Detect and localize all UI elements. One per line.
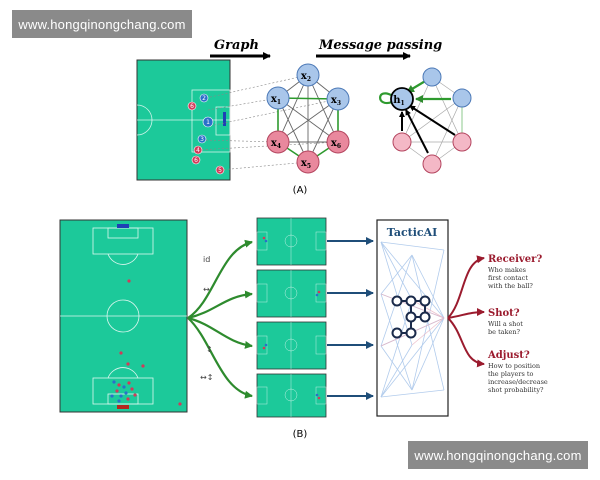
- graph-node: [266, 130, 290, 154]
- watermark-top: www.hongqinongchang.com: [12, 10, 192, 38]
- players-b: [110, 279, 182, 406]
- message-edge: [409, 105, 456, 136]
- goal-b-bottom: [117, 405, 129, 409]
- player-graph: x2 x1 x3 x4 x6 x5: [266, 63, 350, 174]
- svg-text:x3: x3: [331, 95, 341, 107]
- node-label: x: [271, 138, 278, 149]
- message-node: [392, 132, 412, 152]
- augmentation-label-identity: id: [203, 255, 210, 264]
- augmentation-arrows: [187, 239, 253, 399]
- augmented-pitch: [256, 321, 327, 370]
- node-label: x: [301, 158, 308, 169]
- pitch-graph-connectors: [197, 74, 339, 171]
- augmentation-label-vertical: ↕: [206, 345, 213, 354]
- player-red: [191, 155, 201, 165]
- graph-node: [266, 86, 290, 110]
- node-subscript: 4: [277, 143, 281, 150]
- pitch-b: [59, 219, 188, 413]
- graph-node: [326, 130, 350, 154]
- players-a: 2 6 1 3 4 5 6: [187, 93, 225, 175]
- self-loop-edge: [379, 92, 394, 105]
- player-number: 3: [200, 136, 204, 143]
- augmented-pitch: [256, 217, 327, 266]
- message-passing-graph: h1: [379, 67, 472, 174]
- augmented-pitch: [256, 269, 327, 318]
- node-label: x: [301, 71, 308, 82]
- goal-b-top: [117, 224, 129, 228]
- output-adjust-desc: increase/decrease: [488, 378, 548, 386]
- graph-arrow-label: Graph: [214, 38, 259, 53]
- player-number: 1: [206, 119, 210, 126]
- node-label: x: [271, 94, 278, 105]
- output-adjust-title: Adjust?: [487, 350, 530, 361]
- augmented-pitches: [256, 217, 327, 418]
- message-node: [452, 132, 472, 152]
- svg-text:x5: x5: [301, 158, 311, 170]
- output-shot-desc: Will a shot: [488, 320, 523, 328]
- watermark-bottom: www.hongqinongchang.com: [408, 441, 588, 469]
- node-label: x: [331, 138, 338, 149]
- output-receiver-title: Receiver?: [488, 254, 542, 265]
- svg-text:x6: x6: [331, 138, 341, 150]
- panel-a: Graph Message passing 2 6 1: [136, 38, 472, 196]
- pitch-a: [136, 59, 231, 181]
- goal-a: [223, 112, 226, 126]
- player-blue: [197, 134, 207, 144]
- graph-edges: [277, 74, 339, 163]
- player-number: 6: [194, 157, 198, 164]
- player-blue: [199, 93, 209, 103]
- output-arrows: [447, 255, 485, 368]
- graph-node: [326, 87, 350, 111]
- message-passing-label: Message passing: [318, 38, 442, 53]
- augmentation-label-horizontal: ↔: [203, 285, 210, 294]
- message-node: [452, 88, 472, 108]
- output-shot-desc: be taken?: [488, 328, 521, 336]
- node-subscript: 1: [277, 99, 281, 106]
- model-gnn-graph: [391, 295, 431, 339]
- player-red: [187, 101, 197, 111]
- player-blue: [202, 116, 214, 128]
- model-title: TacticAI: [387, 226, 438, 239]
- message-node: [422, 154, 442, 174]
- svg-text:h1: h1: [393, 95, 404, 107]
- player-number: 2: [202, 95, 206, 102]
- tacticai-model: TacticAI: [376, 219, 449, 417]
- output-receiver-desc: Who makes: [488, 266, 526, 274]
- panel-a-label: (A): [293, 185, 308, 196]
- output-shot-title: Shot?: [488, 308, 520, 319]
- svg-text:x1: x1: [271, 94, 281, 106]
- player-red: [193, 145, 203, 155]
- target-node: [390, 87, 414, 111]
- player-number: 5: [218, 167, 222, 174]
- message-node: [422, 67, 442, 87]
- node-label: h: [393, 95, 401, 106]
- output-receiver-desc: first contact: [488, 274, 528, 282]
- player-number: 6: [190, 103, 194, 110]
- output-adjust-desc: How to position: [488, 362, 540, 370]
- panel-b-label: (B): [293, 429, 308, 440]
- node-subscript: 3: [337, 100, 341, 107]
- graph-node: [296, 150, 320, 174]
- output-adjust-desc: the players to: [488, 370, 533, 378]
- node-subscript: 1: [401, 100, 405, 107]
- output-receiver-desc: with the ball?: [488, 282, 533, 290]
- node-subscript: 5: [307, 163, 311, 170]
- graph-node: [296, 63, 320, 87]
- augmentation-label-both: ↔↕: [200, 373, 213, 382]
- player-red: [215, 165, 225, 175]
- node-label: x: [331, 95, 338, 106]
- model-input-arrows: [327, 237, 374, 400]
- model-network-edges: [380, 241, 445, 398]
- output-adjust-desc: shot probability?: [488, 386, 544, 394]
- node-subscript: 2: [307, 76, 311, 83]
- message-edge: [405, 109, 429, 154]
- svg-text:x4: x4: [271, 138, 281, 150]
- augmented-pitch: [256, 373, 327, 418]
- outputs: Receiver? Who makes first contact with t…: [487, 254, 548, 394]
- svg-text:x2: x2: [301, 71, 311, 83]
- player-number: 4: [196, 147, 200, 154]
- panel-b: id ↔ ↕ ↔↕: [59, 217, 548, 440]
- node-subscript: 6: [337, 143, 341, 150]
